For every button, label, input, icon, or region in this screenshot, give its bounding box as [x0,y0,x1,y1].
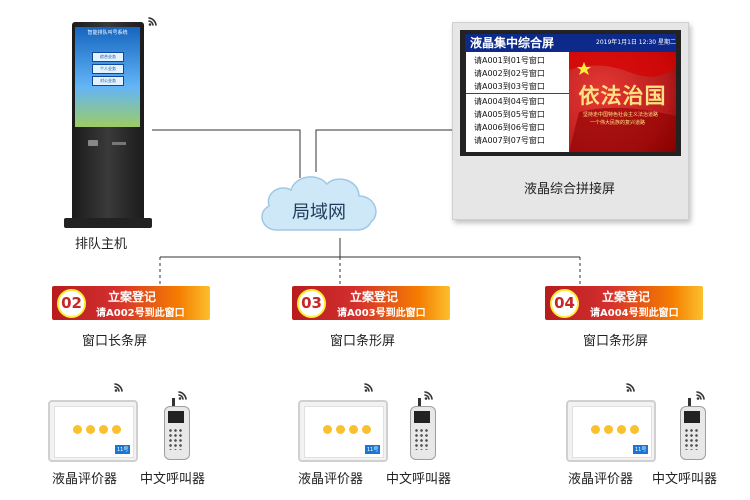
evaluator-label: 液晶评价器 [52,472,118,487]
pager-keypad [168,428,184,450]
kiosk-button-1: 综合业务 [92,52,124,62]
lcd-evaluator: 11号 [566,400,656,462]
smiley-icon [617,425,626,434]
window-line2: 请A002号到此窗口 [96,308,185,319]
queue-row: 请A004到04号窗口 [474,97,545,106]
queue-row: 请A001到01号窗口 [474,56,545,65]
wifi-icon [114,383,123,392]
smiley-icon [349,425,358,434]
lcd-evaluator: 11号 [298,400,388,462]
big-screen-label: 液晶综合拼接屏 [523,182,615,197]
window-line2: 请A003号到此窗口 [337,308,426,319]
kiosk-screen-title: 智能排队叫号系统 [87,30,128,36]
wifi-icon [364,383,373,392]
evaluator-screen: 11号 [304,406,384,458]
kiosk-label: 排队主机 [75,237,128,252]
big-screen-header [465,34,676,52]
evaluator-label: 液晶评价器 [568,472,634,487]
kiosk-link [152,129,301,178]
queue-row: 请A006到06号窗口 [474,123,545,132]
wifi-icon [424,391,433,400]
kiosk-base [64,218,152,228]
smiley-icon [112,425,121,434]
pager-screen [168,411,184,423]
window-number: 04 [550,289,579,318]
poster-sub-text-2: 一个伟大民族的复兴道路 [590,120,646,126]
smiley-icon [591,425,600,434]
queue-row: 请A005到05号窗口 [474,110,545,119]
smiley-icon [630,425,639,434]
queue-divider [466,93,569,94]
window-line1: 立案登记 [602,290,651,304]
window-number: 02 [57,289,86,318]
evaluator-screen: 11号 [54,406,134,458]
wifi-icon [626,383,635,392]
big-screen-date: 2019年1月1日 12:30 星期二 [596,39,677,46]
evaluator-screen: 11号 [572,406,652,458]
queue-row: 请A007到07号窗口 [474,136,545,145]
kiosk-card-slot [88,140,98,146]
cloud-icon [261,176,377,231]
window-number: 03 [297,289,326,318]
pager-screen [414,411,430,423]
flag-waves-icon [569,52,676,152]
wifi-icon [148,17,157,26]
wifi-icon [178,391,187,400]
window-bar-label: 窗口长条屏 [82,334,148,349]
poster-main-text: 依法治国 [578,83,667,108]
poster-sub-text: 坚持走中国特色社会主义法治道路 [583,112,659,118]
pager-keypad [684,428,700,450]
lcd-evaluator: 11号 [48,400,138,462]
window-line2: 请A004号到此窗口 [590,308,679,319]
smiley-icon [99,425,108,434]
smiley-icon [336,425,345,434]
evaluator-window-number: 11号 [115,445,131,454]
window-line1: 立案登记 [350,290,399,304]
window-line1: 立案登记 [108,290,157,304]
kiosk-printer-slot [112,142,126,145]
queue-list [466,52,569,152]
poster-image [569,52,676,152]
cloud-label: 局域网 [292,202,346,223]
smiley-icon [362,425,371,434]
queue-row: 请A002到02号窗口 [474,69,545,78]
bigscreen-link [315,129,452,172]
evaluator-label: 液晶评价器 [298,472,364,487]
pager-label: 中文呼叫器 [386,472,452,487]
smiley-icon [86,425,95,434]
kiosk-button-2: 个人业务 [92,64,124,74]
kiosk-button-3: 对公业务 [92,76,124,86]
pager-label: 中文呼叫器 [652,472,718,487]
evaluator-window-number: 11号 [365,445,381,454]
evaluator-window-number: 11号 [633,445,649,454]
pager-antenna [688,398,691,408]
smiley-icon [73,425,82,434]
pager-keypad [414,428,430,450]
wifi-icon [696,391,705,400]
queue-row: 请A003到03号窗口 [474,82,545,91]
window-bar-label: 窗口条形屏 [583,334,649,349]
smiley-icon [323,425,332,434]
pager-label: 中文呼叫器 [140,472,206,487]
pager-screen [684,411,700,423]
pager-antenna [418,398,421,408]
pager-antenna [172,398,175,408]
smiley-icon [604,425,613,434]
window-bar-label: 窗口条形屏 [330,334,396,349]
big-screen-title: 液晶集中综合屏 [470,36,555,50]
